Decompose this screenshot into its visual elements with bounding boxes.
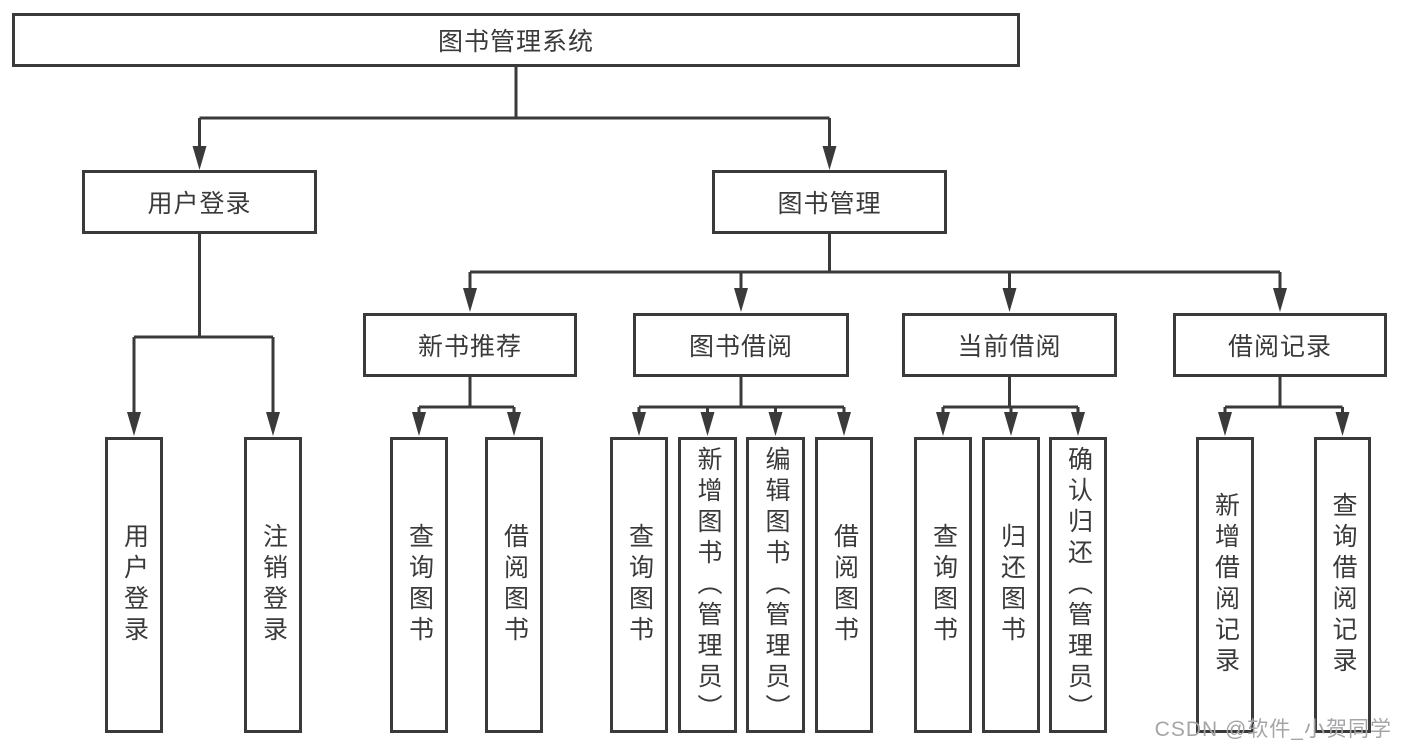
- node-book-borrow: 图书借阅: [633, 313, 849, 377]
- leaf-recommend-query-books: 查询图书: [390, 437, 448, 733]
- leaf-current-query-books: 查询图书: [914, 437, 972, 733]
- leaf-borrow-query-books: 查询图书: [610, 437, 668, 733]
- leaf-current-return-book-label: 归还图书: [997, 523, 1026, 647]
- leaf-borrow-edit-book-admin: 编辑图书（管理员）: [746, 437, 805, 733]
- node-user-login: 用户登录: [82, 170, 317, 234]
- node-borrow-records: 借阅记录: [1173, 313, 1387, 377]
- leaf-borrow-add-book-admin: 新增图书（管理员）: [678, 437, 737, 733]
- connector-user-login-to-children: [127, 234, 280, 436]
- node-new-book-recommend: 新书推荐: [363, 313, 577, 377]
- leaf-user-login-label: 用户登录: [120, 523, 149, 647]
- leaf-current-confirm-return-admin-label: 确认归还（管理员）: [1064, 445, 1093, 725]
- node-book-management: 图书管理: [712, 170, 947, 234]
- leaf-recommend-borrow-books-label: 借阅图书: [500, 523, 529, 647]
- node-current-borrow: 当前借阅: [902, 313, 1117, 377]
- leaf-recommend-borrow-books: 借阅图书: [485, 437, 543, 733]
- leaf-records-query-record-label: 查询借阅记录: [1329, 492, 1357, 678]
- leaf-logout: 注销登录: [244, 437, 302, 733]
- connector-book-borrow-to-children: [632, 377, 851, 436]
- watermark: CSDN @软件_小贺同学: [1154, 718, 1392, 741]
- leaf-user-login: 用户登录: [105, 437, 163, 733]
- connector-borrow-records-to-children: [1218, 377, 1350, 436]
- leaf-current-return-book: 归还图书: [982, 437, 1040, 733]
- connector-book-management-to-level2: [463, 234, 1287, 312]
- leaf-borrow-query-books-label: 查询图书: [625, 523, 654, 647]
- connector-root-to-level1: [192, 67, 837, 170]
- leaf-records-add-record: 新增借阅记录: [1196, 437, 1254, 733]
- leaf-borrow-edit-book-admin-label: 编辑图书（管理员）: [762, 445, 790, 725]
- node-root: 图书管理系统: [12, 13, 1020, 67]
- connector-new-book-recommend-to-children: [412, 377, 521, 436]
- leaf-records-query-record: 查询借阅记录: [1314, 437, 1371, 733]
- leaf-borrow-borrow-books: 借阅图书: [815, 437, 873, 733]
- leaf-current-confirm-return-admin: 确认归还（管理员）: [1049, 437, 1107, 733]
- leaf-current-query-books-label: 查询图书: [929, 523, 958, 647]
- leaf-logout-label: 注销登录: [259, 523, 288, 647]
- leaf-recommend-query-books-label: 查询图书: [405, 523, 434, 647]
- leaf-borrow-add-book-admin-label: 新增图书（管理员）: [694, 445, 722, 725]
- leaf-borrow-borrow-books-label: 借阅图书: [830, 523, 859, 647]
- connector-current-borrow-to-children: [936, 377, 1085, 436]
- leaf-records-add-record-label: 新增借阅记录: [1211, 492, 1240, 678]
